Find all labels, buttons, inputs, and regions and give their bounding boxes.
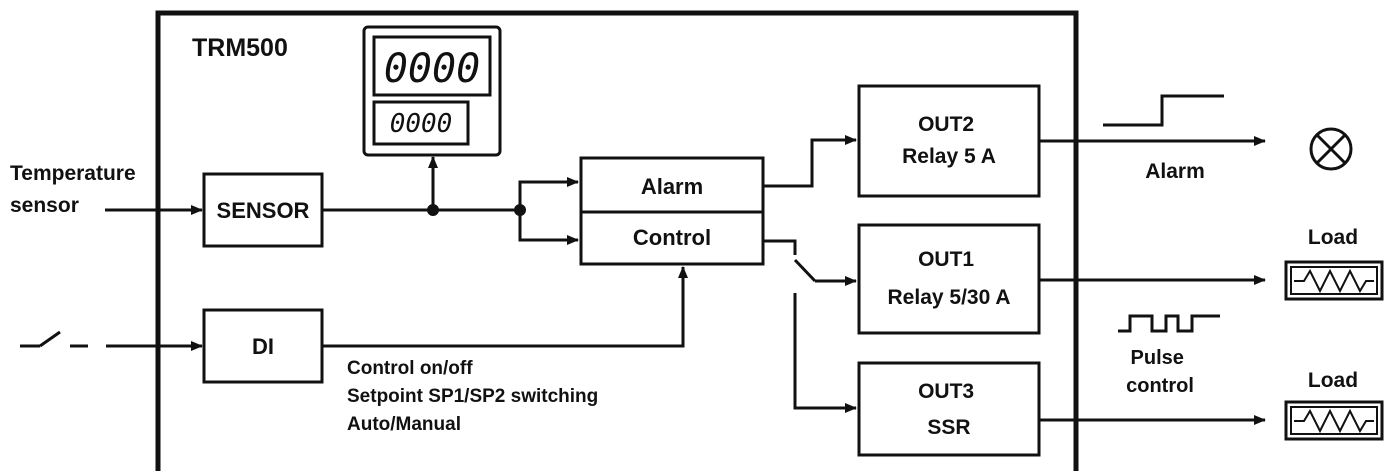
pulse-signal-icon — [1118, 314, 1220, 333]
step-signal-icon — [1103, 94, 1224, 127]
out1-line-2: Relay 5/30 A — [888, 286, 1011, 309]
out3-line-1: OUT3 — [918, 380, 974, 403]
resistor-icon — [1284, 400, 1384, 441]
output-selector-switch — [793, 258, 817, 283]
device-title: TRM500 — [192, 34, 288, 62]
display-top-value: 0000 — [384, 46, 480, 92]
out2-block-label: OUT2 Relay 5 A — [902, 113, 996, 168]
out1-line-1: OUT1 — [918, 248, 974, 271]
switch-icon — [20, 330, 88, 348]
pulse-control-line-1: Pulse — [1131, 347, 1184, 369]
di-function-line-3: Auto/Manual — [347, 414, 461, 435]
di-functions-text: Control on/off Setpoint SP1/SP2 switchin… — [347, 358, 604, 435]
di-function-line-2: Setpoint SP1/SP2 switching — [347, 386, 598, 407]
pulse-control-line-2: control — [1126, 375, 1194, 397]
to-control-arrow — [518, 210, 579, 245]
out3-block — [857, 361, 1041, 457]
display-panel: 0000 0000 — [362, 25, 502, 157]
load2-label: Load — [1308, 369, 1358, 392]
display-bottom-value: 0000 — [390, 109, 453, 139]
load1-label: Load — [1308, 226, 1358, 249]
sensor-block-label: SENSOR — [217, 198, 310, 223]
di-block-label: DI — [252, 334, 274, 359]
temperature-sensor-label: Temperature sensor — [10, 162, 142, 217]
switch-to-out3-arrow — [793, 293, 857, 413]
out2-line-2: Relay 5 A — [902, 145, 996, 168]
temperature-sensor-line-2: sensor — [10, 194, 79, 217]
to-alarm-arrow — [518, 177, 579, 210]
out3-line-2: SSR — [927, 416, 970, 439]
di-function-line-1: Control on/off — [347, 358, 473, 379]
out1-block — [857, 223, 1041, 335]
di-to-control-arrow — [322, 266, 688, 348]
pulse-control-label: Pulse control — [1126, 347, 1194, 397]
lamp-icon — [1309, 127, 1353, 171]
out1-block-label: OUT1 Relay 5/30 A — [888, 248, 1011, 309]
out3-block-label: OUT3 SSR — [918, 380, 980, 439]
resistor-icon — [1284, 260, 1384, 301]
out2-block — [857, 84, 1041, 198]
di-block — [202, 308, 324, 384]
control-block-label: Control — [633, 225, 711, 250]
device-frame — [155, 10, 1079, 471]
control-to-switch-line — [763, 239, 797, 255]
out2-line-1: OUT2 — [918, 113, 974, 136]
temperature-sensor-line-1: Temperature — [10, 162, 136, 185]
alarm-block-label: Alarm — [641, 174, 703, 199]
alarm-output-label: Alarm — [1145, 160, 1205, 183]
alarm-to-out2-arrow — [763, 135, 857, 188]
